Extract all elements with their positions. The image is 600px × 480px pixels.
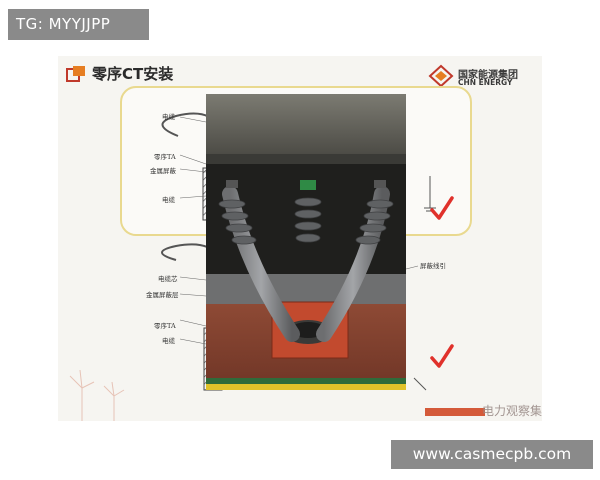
logo-english-text: CHN ENERGY bbox=[458, 78, 513, 87]
bottom-label-metal-shield-layer: 金属屏蔽层 bbox=[146, 291, 179, 299]
top-label-metal-shield: 金属屏蔽 bbox=[150, 167, 176, 175]
top-label-zero-sequence-ta: 零序TA bbox=[154, 153, 176, 161]
footer-watermark-text: 电力观察集团 bbox=[482, 404, 542, 418]
top-label-cable: 电缆 bbox=[162, 113, 175, 121]
slide: 零序CT安装 国家能源集团 CHN ENERGY bbox=[58, 56, 542, 421]
logo-chinese-text: 国家能源集团 bbox=[458, 70, 518, 81]
check-mark-icon bbox=[430, 344, 454, 368]
bottom-label-cable: 电缆 bbox=[162, 337, 175, 345]
bottom-label-shield-lead: 屏蔽线引 bbox=[420, 262, 446, 270]
slide-header: 零序CT安装 国家能源集团 CHN ENERGY bbox=[58, 56, 542, 94]
bottom-label-cable-core: 电缆芯 bbox=[158, 275, 178, 283]
top-label-cable-2: 电缆 bbox=[162, 196, 175, 204]
bottom-label-zero-sequence-ta: 零序TA bbox=[154, 322, 176, 330]
installation-photo bbox=[206, 94, 406, 390]
slide-header-icon bbox=[66, 66, 85, 82]
wind-turbine-decoration bbox=[69, 369, 125, 421]
check-mark-icon bbox=[430, 196, 454, 220]
bottom-url-watermark: www.casmecpb.com bbox=[391, 440, 593, 469]
slide-title: 零序CT安装 bbox=[92, 65, 174, 83]
top-watermark-tag: TG: MYYJJPP bbox=[8, 9, 149, 40]
footer-watermark: 电力观察集团 bbox=[482, 402, 542, 421]
footer-accent-bar bbox=[425, 408, 485, 416]
